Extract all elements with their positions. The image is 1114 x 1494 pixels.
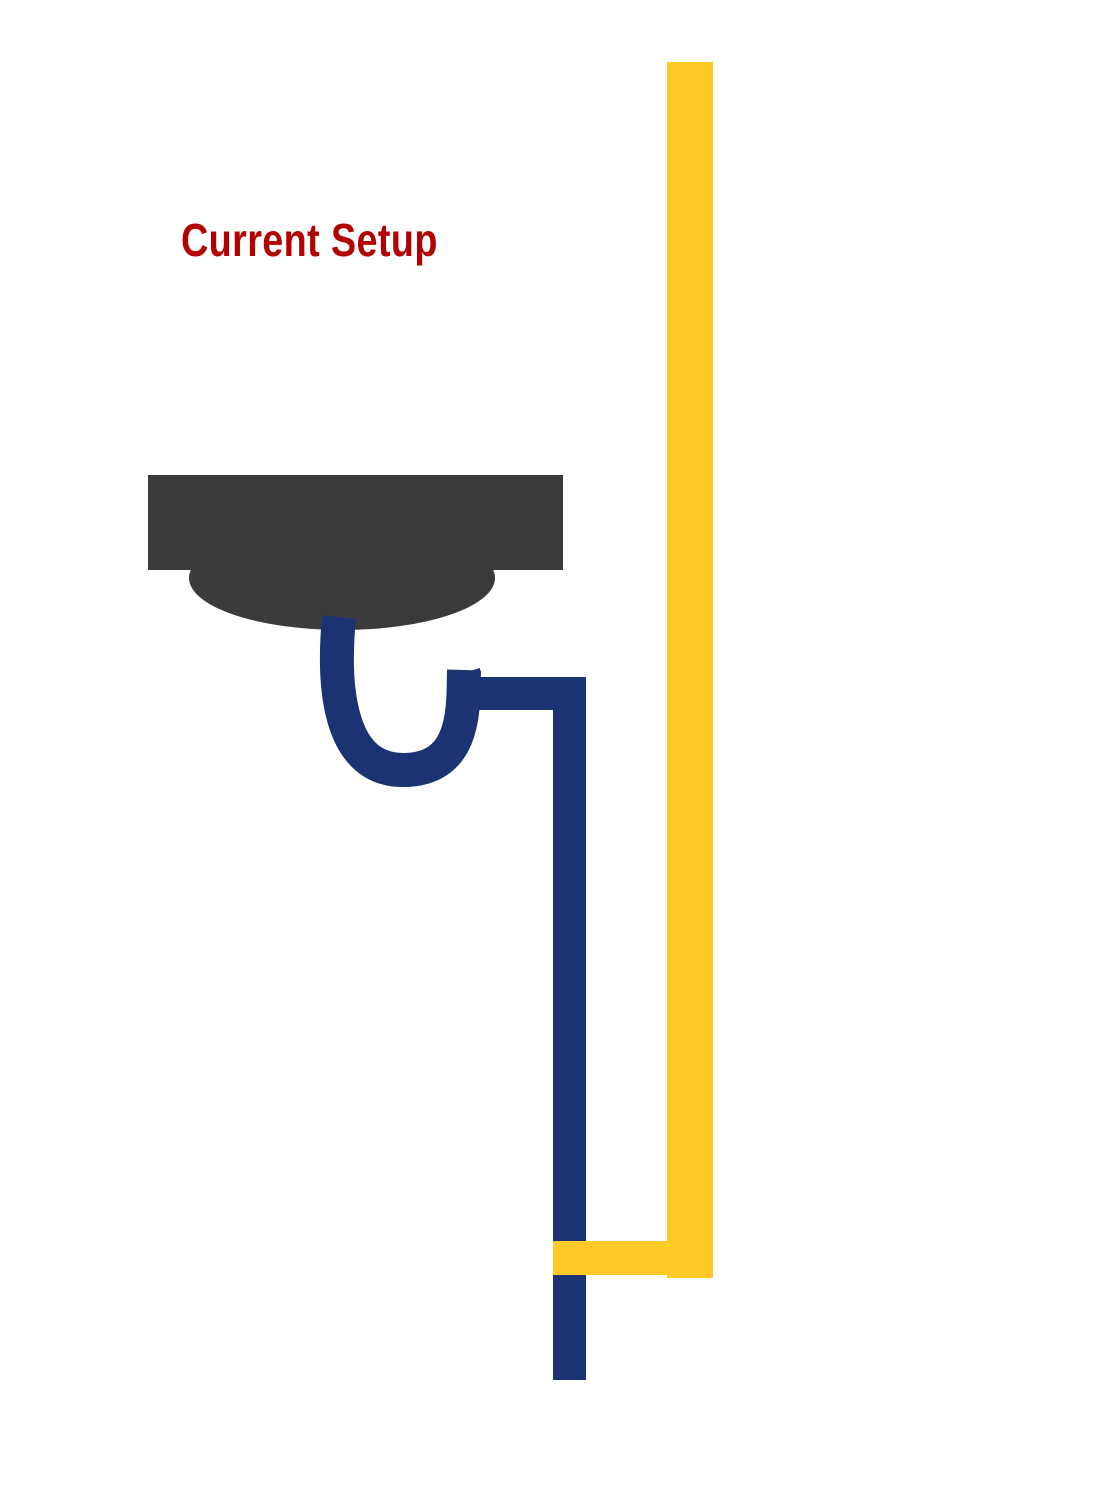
p-trap [319, 615, 481, 788]
vent-connector [553, 1241, 713, 1275]
sink-countertop [148, 475, 563, 570]
vent-pipe [667, 62, 713, 1278]
sink [148, 475, 563, 630]
diagram-title: Current Setup [181, 214, 438, 266]
